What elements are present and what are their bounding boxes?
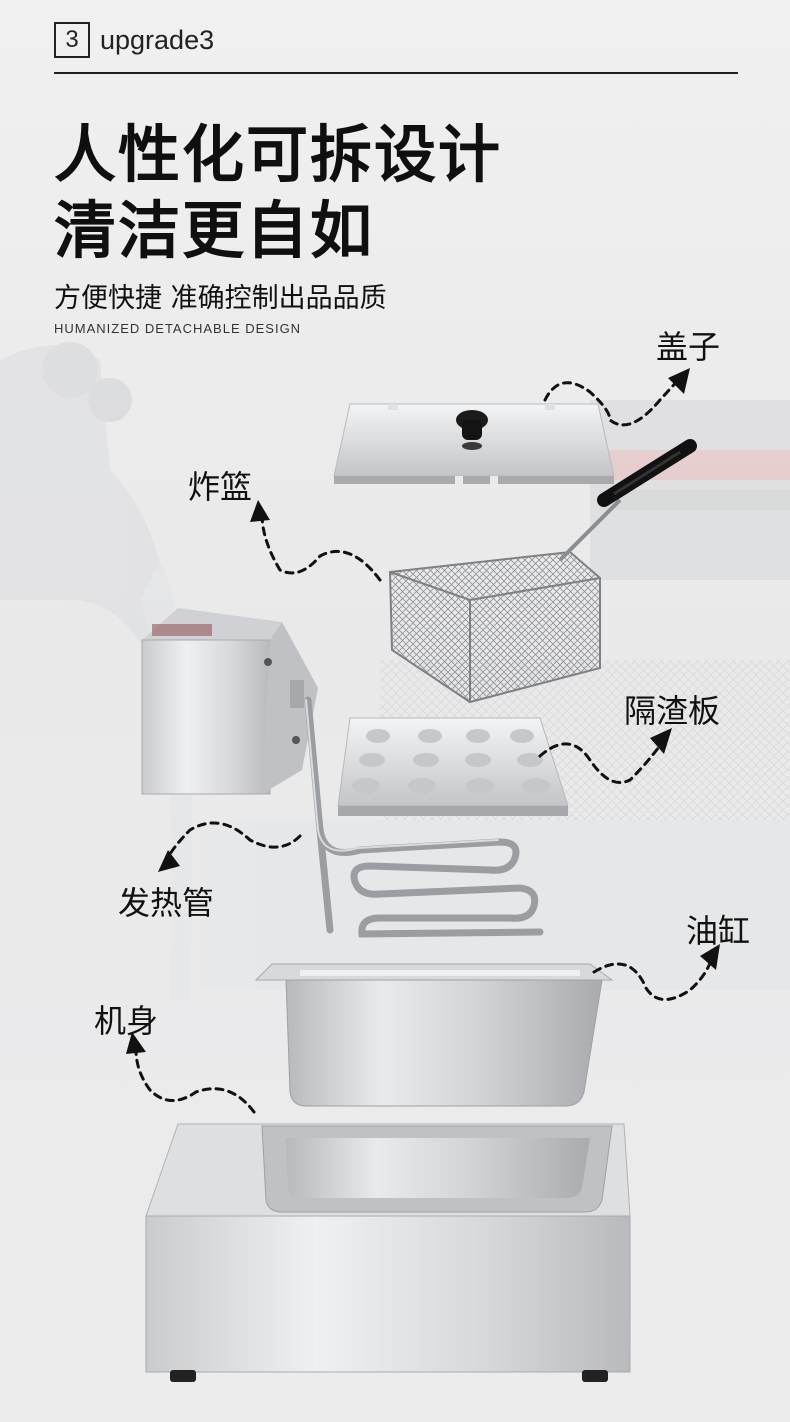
upgrade-badge: 3 upgrade3 [54, 22, 214, 58]
heating-element-illustration [304, 696, 544, 938]
headline-line-2: 清洁更自如 [54, 194, 375, 267]
basket-illustration [388, 439, 697, 704]
label-lid: 盖子 [656, 328, 721, 366]
header-divider [54, 72, 738, 74]
label-body: 机身 [94, 1002, 159, 1040]
label-heating-tube: 发热管 [118, 884, 215, 922]
callout-arrows [134, 376, 714, 1114]
label-residue-plate: 隔渣板 [624, 692, 721, 730]
headline-line-1: 人性化可拆设计 [54, 118, 503, 191]
badge-number: 3 [54, 22, 90, 58]
control-box-illustration [141, 608, 318, 795]
oil-tank-illustration [254, 963, 614, 1107]
residue-plate-illustration [337, 717, 569, 816]
arrow-heads [126, 368, 720, 1054]
label-basket: 炸篮 [188, 468, 253, 506]
label-oil-tank: 油缸 [686, 912, 751, 950]
subheadline: 方便快捷 准确控制出品品质 [54, 283, 387, 314]
english-caption: HUMANIZED DETACHABLE DESIGN [54, 321, 302, 336]
badge-text: upgrade3 [100, 24, 215, 55]
lid-illustration [333, 403, 615, 484]
body-illustration [145, 1123, 631, 1382]
